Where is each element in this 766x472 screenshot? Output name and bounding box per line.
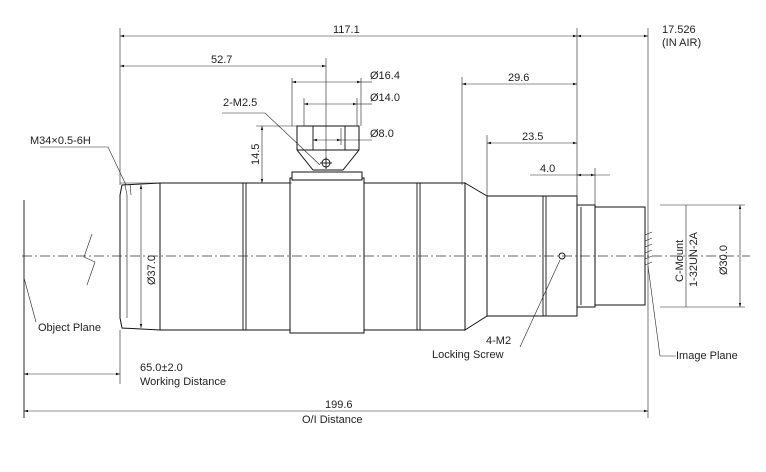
label-14-0: Ø14.0 (370, 92, 400, 104)
label-17-526: 17.526 (662, 24, 696, 36)
label-29-6: 29.6 (508, 72, 529, 84)
label-object-plane: Object Plane (38, 322, 101, 334)
label-m34-thread: M34×0.5-6H (30, 135, 91, 147)
lens-body (119, 125, 653, 334)
adjust-ring (289, 177, 365, 334)
label-oi-distance: O/I Distance (302, 414, 363, 426)
label-23-5: 23.5 (522, 131, 543, 143)
label-16-4: Ø16.4 (370, 70, 400, 82)
label-image-plane: Image Plane (676, 350, 738, 362)
label-locking-screw: Locking Screw (432, 349, 504, 361)
rear-taper (464, 182, 488, 331)
label-2-m2-5: 2-M2.5 (223, 97, 257, 109)
knob-base (291, 171, 363, 181)
label-1-32un: 1-32UN-2A (688, 231, 700, 287)
label-c-mount: C-Mount (674, 240, 686, 282)
label-oi-value: 199.6 (325, 399, 353, 411)
label-4-m2: 4-M2 (486, 335, 511, 347)
label-37-0: Ø37.0 (146, 255, 158, 285)
label-14-5: 14.5 (250, 144, 262, 165)
label-117-1: 117.1 (333, 24, 360, 36)
focus-knob (296, 125, 360, 171)
label-working-distance-value: 65.0±2.0 (140, 362, 183, 374)
label-4-0: 4.0 (540, 163, 555, 175)
label-working-distance: Working Distance (140, 376, 226, 388)
label-8-0: Ø8.0 (370, 128, 394, 140)
label-in-air: (IN AIR) (662, 37, 701, 49)
label-52-7: 52.7 (211, 54, 232, 66)
label-30-0: Ø30.0 (718, 245, 730, 275)
